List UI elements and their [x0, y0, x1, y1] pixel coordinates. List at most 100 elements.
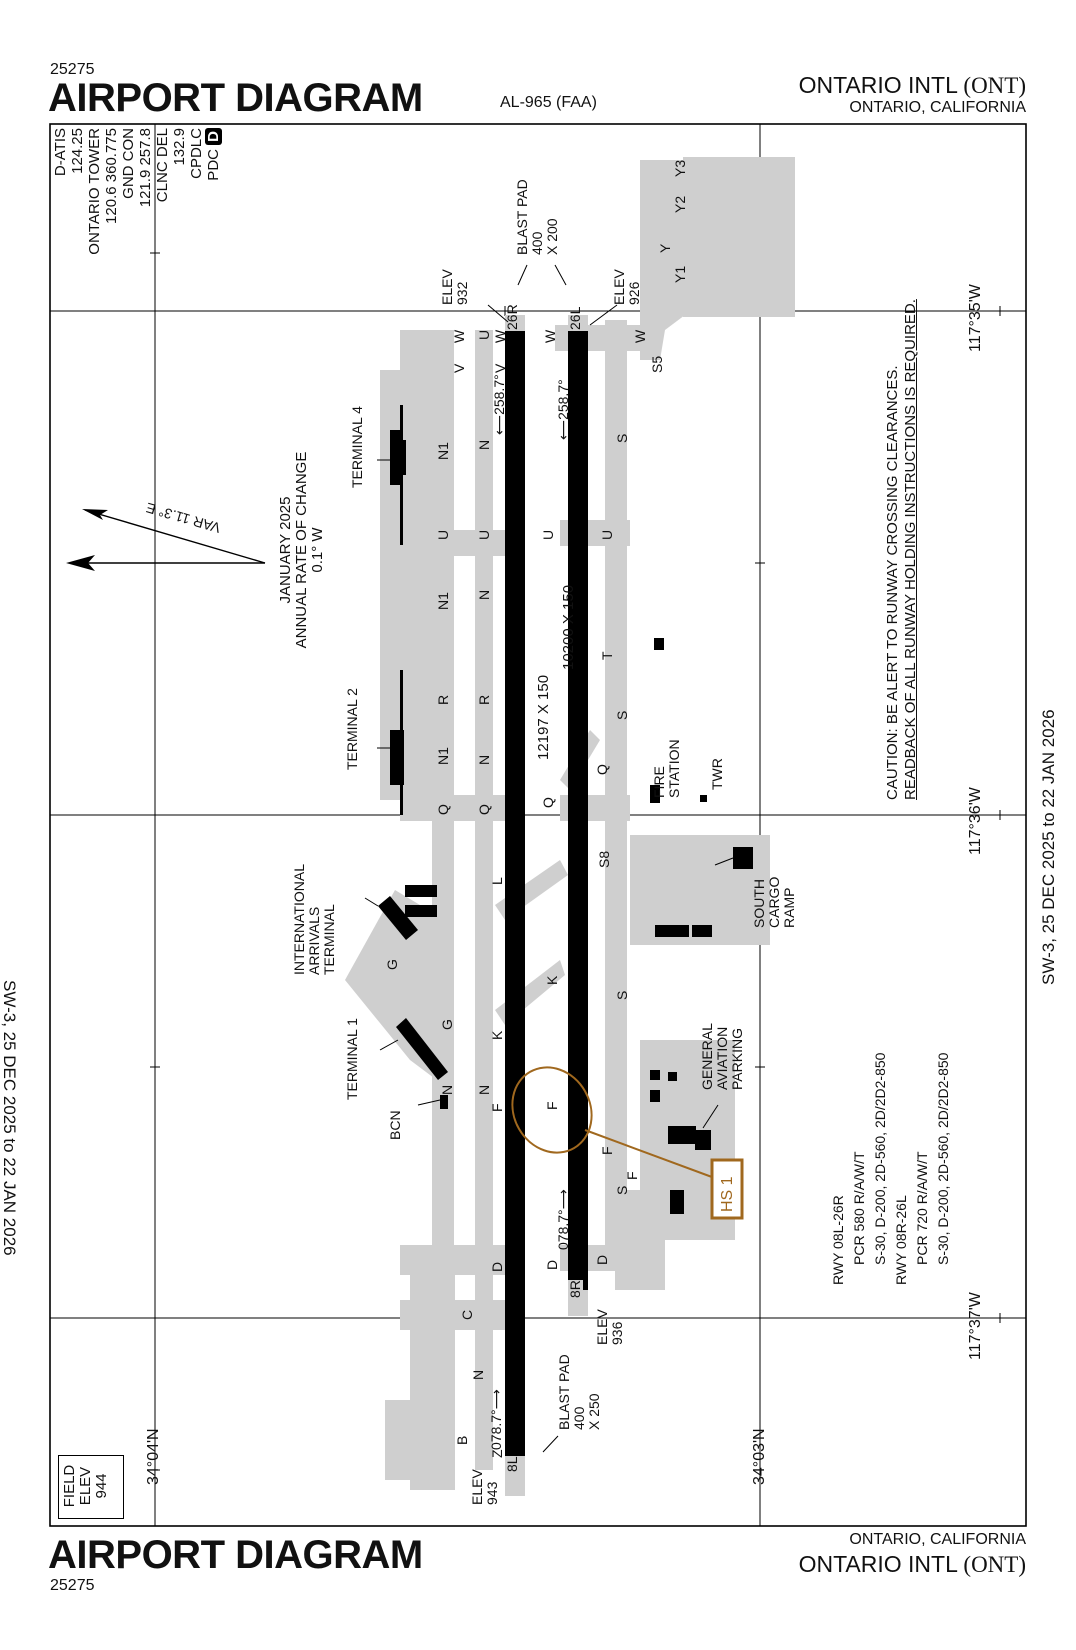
elev-26r-label: ELEV — [439, 269, 455, 305]
map-frame — [49, 123, 1027, 1527]
field-elev-line2: ELEV — [77, 1466, 94, 1506]
mag-line1: JANUARY 2025 — [277, 496, 294, 604]
intl-arrivals-label: INTERNATIONAL ARRIVALS TERMINAL — [291, 864, 337, 975]
taxiway-label-q4: Q — [594, 764, 610, 775]
rwy2-heading-low: 078.7°⟶ — [555, 1189, 571, 1250]
freq-tower-label: ONTARIO TOWER — [86, 128, 103, 255]
taxiway-label-f2: F — [544, 1101, 560, 1110]
taxiway-label-d3: D — [594, 1254, 610, 1265]
blast-pad-26r — [505, 315, 525, 331]
taxiway-label-u4: U — [599, 529, 615, 540]
frequency-block: D-ATIS 124.25 ONTARIO TOWER 120.6 360.77… — [52, 128, 222, 298]
airport-name-text: ONTARIO INTL — [798, 72, 958, 98]
taxiway-label-c1: C — [459, 1309, 475, 1320]
rwy-data-l5: PCR 720 R/A/W/T — [914, 1151, 930, 1265]
runways — [505, 315, 588, 1496]
terminal-1-label: TERMINAL 1 — [344, 1018, 360, 1100]
taxiway-label-y: Y — [657, 243, 673, 253]
ga-l2: AVIATION — [714, 1026, 730, 1090]
taxiway-label-w1: W — [451, 329, 467, 343]
buildings — [378, 405, 753, 1214]
airport-name-bottom-text: ONTARIO INTL — [798, 1551, 958, 1577]
leader-lines — [364, 264, 734, 1453]
airport-code: (ONT) — [963, 73, 1026, 98]
rwy-end-8l: 8L — [504, 1456, 520, 1472]
mag-line3: 0.1° W — [309, 527, 326, 573]
rwy1-heading-low: 078.7°⟶ — [488, 1389, 504, 1450]
taxiway-label-y2: Y2 — [672, 195, 688, 213]
true-north-arrowhead — [66, 555, 95, 571]
taxiway-label-s3: S — [614, 990, 630, 1000]
airport-name-bottom: ONTARIO INTL (ONT) — [798, 1551, 1026, 1577]
runway-8r-26l — [568, 331, 588, 1290]
bcn-label: BCN — [387, 1110, 403, 1140]
rwy-data-l6: S-30, D-200, 2D-560, 2D/2D2-850 — [935, 1052, 951, 1265]
validity-left: SW-3, 25 DEC 2025 to 22 JAN 2026 — [0, 980, 19, 1256]
taxiway-label-v1: V — [451, 363, 467, 373]
taxiway-label-n1b: N1 — [435, 592, 451, 610]
taxiway-label-s1: S — [614, 433, 630, 443]
taxiway-label-u1: U — [435, 529, 451, 540]
elev-8r: ELEV 936 — [594, 1309, 625, 1345]
blast-pad-bottom-l1: BLAST PAD — [556, 1354, 572, 1430]
taxiway-label-q2: Q — [476, 804, 492, 815]
taxiway-label-r1: R — [435, 694, 451, 705]
taxiway-label-t1: T — [599, 651, 615, 660]
magnetic-north-arrowhead — [82, 509, 108, 520]
freq-gnd-label: GND CON — [120, 128, 137, 199]
freq-tower-value: 120.6 360.775 — [103, 128, 120, 224]
blast-pad-top: BLAST PAD 400 X 200 — [514, 179, 560, 255]
chart-id: AL-965 (FAA) — [500, 94, 597, 111]
taxiway-label-y3: Y3 — [672, 159, 688, 177]
rwy1-heading-high: ⟵258.7° — [491, 374, 507, 435]
rwy2-dimensions: 10200 X 150 — [560, 584, 577, 670]
rwy-data-l1: RWY 08L-26R — [830, 1195, 846, 1285]
rwy1-heading-high-text: 258.7° — [491, 374, 507, 415]
freq-cpdlc-label: CPDLC — [188, 128, 205, 179]
taxiway-label-na: N — [476, 439, 492, 450]
taxiway-label-s5: S5 — [649, 355, 665, 373]
rwy-data-l3: S-30, D-200, 2D-560, 2D/2D2-850 — [872, 1052, 888, 1265]
field-elev-text: FIELD ELEV 944 — [61, 1459, 110, 1513]
field-elev-line1: FIELD — [61, 1464, 78, 1508]
magnetic-change-block: JANUARY 2025 ANNUAL RATE OF CHANGE 0.1° … — [277, 450, 326, 650]
elev-26r: ELEV 932 — [439, 269, 470, 305]
taxiway-label-r2: R — [476, 694, 492, 705]
rwy2-heading-high: ⟵258.7° — [555, 379, 571, 440]
taxiway-label-nd: N — [476, 1084, 492, 1095]
elev-8r-value: 936 — [609, 1321, 625, 1345]
taxiway-label-b1: B — [454, 1435, 470, 1445]
rwy-data-l2: PCR 580 R/A/W/T — [851, 1151, 867, 1265]
taxiway-label-z1: Z — [489, 1449, 505, 1458]
freq-atis-value: 124.25 — [69, 128, 86, 174]
location-top: ONTARIO, CALIFORNIA — [849, 99, 1026, 116]
lat-lon-grid — [50, 124, 1026, 1526]
elev-26l: ELEV 926 — [611, 269, 642, 305]
intl-l1: INTERNATIONAL — [291, 864, 307, 975]
chart-number-top: 25275 — [50, 61, 95, 78]
taxiway-label-u2: U — [476, 529, 492, 540]
taxiway-label-q3: Q — [540, 797, 556, 808]
taxiway-label-d2: D — [544, 1259, 560, 1270]
freq-clnc-label: CLNC DEL — [154, 128, 171, 203]
intl-l3: TERMINAL — [321, 904, 337, 975]
taxiway-label-u5: U — [476, 329, 492, 340]
blast-pad-bottom-l2: 400 — [571, 1406, 587, 1430]
elev-26r-value: 932 — [454, 281, 470, 305]
taxiway-label-v2: V — [492, 363, 508, 373]
field-elev-line3: 944 — [93, 1473, 110, 1499]
blast-pad-top-l2: 400 — [529, 231, 545, 255]
hotspot-box — [710, 1158, 744, 1220]
lon-mid: 117°36'W — [967, 787, 984, 855]
taxiway-label-d1: D — [489, 1261, 505, 1272]
fire-station-label: FIRE STATION — [651, 739, 682, 798]
runway-8l-26r — [505, 331, 525, 1456]
chart-number-bottom: 25275 — [50, 1577, 95, 1594]
taxiway-label-nb: N — [476, 589, 492, 600]
location-bottom: ONTARIO, CALIFORNIA — [849, 1531, 1026, 1548]
intl-l2: ARRIVALS — [306, 906, 322, 975]
taxiway-label-f4: F — [624, 1171, 640, 1180]
taxiway-label-nf: N — [439, 1084, 455, 1095]
taxiway-label-n1a: N1 — [435, 442, 451, 460]
elev-8l-label: ELEV — [469, 1469, 485, 1505]
